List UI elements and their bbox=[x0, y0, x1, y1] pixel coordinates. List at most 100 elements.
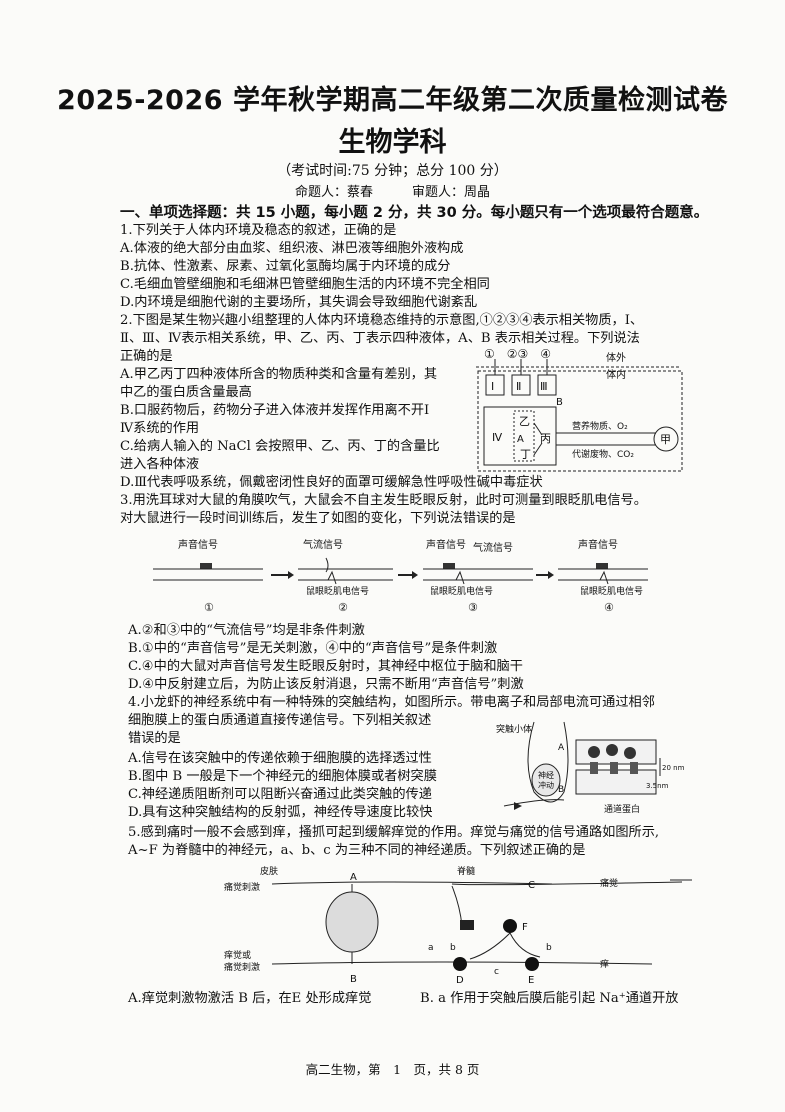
neuron-c-label: C bbox=[528, 880, 535, 891]
skin-label: 皮肤 bbox=[260, 865, 278, 877]
pain-sense-label: 痛觉 bbox=[600, 877, 618, 889]
itch-stimulus-label-1: 痒觉或 bbox=[224, 949, 251, 961]
nt-c-label: c bbox=[494, 967, 499, 977]
panel-4: 声音信号 鼠眼眨肌电信号 ④ bbox=[558, 538, 648, 614]
width-label: 20 nm bbox=[662, 764, 685, 772]
nt-b-label-1: b bbox=[450, 943, 456, 953]
nutrients-label: 营养物质、O₂ bbox=[572, 420, 628, 432]
q2-option-a: A.甲乙丙丁四种液体所含的物质种类和含量有差别，其 bbox=[120, 367, 438, 382]
q3-stem-line1: 3.用洗耳球对大鼠的角膜吹气，大鼠会不自主发生眨眼反射，此时可测量到眼眨肌电信号… bbox=[120, 493, 647, 508]
q2-stem-line2: Ⅱ、Ⅲ、Ⅳ表示相关系统，甲、乙、丙、丁表示四种液体，A、B 表示相关过程。下列说… bbox=[120, 331, 640, 346]
fluid-jia-label: 甲 bbox=[660, 433, 671, 446]
panel2-air-label: 气流信号 bbox=[303, 538, 343, 551]
panel2-emg-label: 鼠眼眨肌电信号 bbox=[306, 585, 369, 597]
q2-option-c-cont: 进入各种体液 bbox=[120, 457, 200, 472]
impulse-label-1: 神经 bbox=[538, 770, 554, 780]
q4-option-a: A.信号在该突触中的传递依赖于细胞膜的选择透过性 bbox=[128, 751, 432, 766]
subject-title: 生物学科 bbox=[338, 127, 447, 158]
q4-option-b: B.图中 B 一般是下一个神经元的细胞体膜或者树突膜 bbox=[128, 769, 437, 784]
nt-b-label-2: b bbox=[546, 943, 552, 953]
panel3-sound-label: 声音信号 bbox=[426, 538, 466, 551]
synaptic-knob-label: 突触小体 bbox=[496, 723, 532, 735]
fluid-bing-label: 丙 bbox=[540, 432, 551, 445]
q3-option-c: C.④中的大鼠对声音信号发生眨眼反射时，其神经中枢位于脑和脑干 bbox=[128, 659, 523, 674]
exam-authors: 命题人：蔡春 审题人：周晶 bbox=[294, 185, 490, 200]
q2-stem-line3: 正确的是 bbox=[120, 349, 173, 364]
panel2-label: ② bbox=[338, 601, 348, 614]
neuron-b-label: B bbox=[350, 974, 357, 985]
system-4-label: Ⅳ bbox=[492, 431, 503, 444]
neuron-e-label: E bbox=[528, 975, 534, 986]
channel-protein-label: 通道蛋白 bbox=[604, 803, 640, 815]
spinal-cord-label: 脊髓 bbox=[457, 865, 475, 877]
q5-stem-line2: A~F 为脊髓中的神经元，a、b、c 为三种不同的神经递质。下列叙述正确的是 bbox=[128, 843, 586, 858]
homeostasis-diagram: ① ②③ ④ 体外 体内 Ⅰ Ⅱ Ⅲ Ⅳ 乙 A 丁 B 丙 营养物质、O₂ 代… bbox=[476, 347, 683, 472]
arrow-1 bbox=[271, 571, 294, 579]
q1-stem: 1.下列关于人体内环境及稳态的叙述，正确的是 bbox=[120, 223, 397, 238]
q4-stem-line3: 错误的是 bbox=[128, 731, 181, 746]
panel4-emg-label: 鼠眼眨肌电信号 bbox=[580, 585, 643, 597]
neuron-d-label: D bbox=[456, 975, 464, 986]
q5-option-b: B. a 作用于突触后膜后能引起 Na⁺通道开放 bbox=[420, 991, 679, 1006]
neuron-f-label: F bbox=[522, 922, 528, 933]
q2-option-c: C.给病人输入的 NaCl 会按照甲、乙、丙、丁的含量比 bbox=[120, 439, 440, 454]
conditioning-diagram: 声音信号 ① 气流信号 鼠眼眨肌电信号 ② 声音信号 气流信号 鼠眼眨肌电信号 … bbox=[153, 538, 648, 614]
q2-stem-line1: 2.下图是某生物兴趣小组整理的人体内环境稳态维持的示意图,①②③④表示相关物质，… bbox=[120, 313, 644, 328]
panel-3: 声音信号 气流信号 鼠眼眨肌电信号 ③ bbox=[423, 538, 533, 614]
q3-stem-line2: 对大鼠进行一段时间训练后，发生了如图的变化，下列说法错误的是 bbox=[120, 511, 516, 526]
exam-info: （考试时间:75 分钟；总分 100 分） bbox=[277, 163, 508, 179]
pain-stimulus-label: 痛觉刺激 bbox=[224, 881, 260, 893]
q4-option-d: D.具有这种突触结构的反射弧，神经传导速度比较快 bbox=[128, 805, 433, 820]
system-1-label: Ⅰ bbox=[491, 380, 494, 393]
panel1-label: ① bbox=[204, 601, 214, 614]
process-a-label: A bbox=[517, 434, 524, 445]
diagram-substance-numbers: ① ②③ ④ bbox=[484, 347, 551, 361]
q2-option-a-cont: 中乙的蛋白质含量最高 bbox=[120, 385, 252, 400]
gap-label: 3.5nm bbox=[646, 782, 669, 790]
electrical-synapse-diagram: 突触小体 神经 冲动 A B 20 nm 3.5nm 通道蛋白 bbox=[496, 721, 685, 815]
q3-option-a: A.②和③中的“气流信号”均是非条件刺激 bbox=[128, 623, 365, 638]
q1-option-a: A.体液的绝大部分由血浆、组织液、淋巴液等细胞外液构成 bbox=[120, 241, 464, 256]
panel1-sound-label: 声音信号 bbox=[178, 538, 218, 551]
system-3-label: Ⅲ bbox=[540, 380, 548, 393]
fluid-yi-label: 乙 bbox=[519, 415, 530, 428]
q1-option-b: B.抗体、性激素、尿素、过氧化氢酶均属于内环境的成分 bbox=[120, 259, 451, 274]
panel3-label: ③ bbox=[468, 601, 478, 614]
q2-option-d: D.Ⅲ代表呼吸系统，佩戴密闭性良好的面罩可缓解急性呼吸性碱中毒症状 bbox=[120, 475, 543, 490]
panel3-emg-label: 鼠眼眨肌电信号 bbox=[430, 585, 493, 597]
itch-sense-label: 痒 bbox=[600, 958, 609, 970]
section-heading: 一、单项选择题：共 15 小题，每小题 2 分，共 30 分。每小题只有一个选项… bbox=[120, 205, 709, 221]
q1-option-c: C.毛细血管壁细胞和毛细淋巴管壁细胞生活的内环境不完全相同 bbox=[120, 277, 490, 292]
outside-label: 体外 bbox=[606, 352, 626, 364]
label-b: B bbox=[558, 785, 564, 795]
arrow-3 bbox=[536, 571, 554, 579]
q3-option-d: D.④中反射建立后，为防止该反射消退，只需不断用“声音信号”刺激 bbox=[128, 677, 524, 692]
q2-option-b: B.口服药物后，药物分子进入体液并发挥作用离不开Ⅰ bbox=[120, 403, 430, 418]
panel3-air-label: 气流信号 bbox=[473, 541, 513, 554]
process-b-label: B bbox=[556, 397, 563, 408]
exam-title: 2025-2026 学年秋学期高二年级第二次质量检测试卷 bbox=[57, 85, 728, 116]
neuron-a-label: A bbox=[350, 872, 357, 883]
impulse-label-2: 冲动 bbox=[538, 780, 554, 790]
q2-option-b-cont: Ⅳ系统的作用 bbox=[120, 421, 200, 436]
panel4-label: ④ bbox=[604, 601, 614, 614]
arrow-2 bbox=[398, 571, 418, 579]
wastes-label: 代谢废物、CO₂ bbox=[572, 448, 634, 460]
fluid-ding-label: 丁 bbox=[520, 448, 531, 461]
nt-a-label: a bbox=[428, 943, 434, 953]
panel-2: 气流信号 鼠眼眨肌电信号 ② bbox=[298, 538, 393, 614]
label-a: A bbox=[558, 743, 565, 753]
q4-stem-line1: 4.小龙虾的神经系统中有一种特殊的突触结构，如图所示。带电离子和局部电流可通过相… bbox=[128, 695, 655, 710]
itch-stimulus-label-2: 痛觉刺激 bbox=[224, 961, 260, 973]
q3-option-b: B.①中的“声音信号”是无关刺激，④中的“声音信号”是条件刺激 bbox=[128, 641, 498, 656]
inside-label: 体内 bbox=[606, 368, 626, 381]
q1-option-d: D.内环境是细胞代谢的主要场所，其失调会导致细胞代谢紊乱 bbox=[120, 295, 478, 310]
q5-stem-line1: 5.感到痛时一般不会感到痒，搔抓可起到缓解痒觉的作用。痒觉与痛觉的信号通路如图所… bbox=[128, 825, 660, 840]
q5-option-a: A.痒觉刺激物激活 B 后，在E 处形成痒觉 bbox=[128, 991, 372, 1006]
q4-option-c: C.神经递质阻断剂可以阻断兴奋通过此类突触的传递 bbox=[128, 787, 432, 802]
panel4-sound-label: 声音信号 bbox=[578, 538, 618, 551]
panel-1: 声音信号 ① bbox=[153, 538, 263, 614]
page-footer: 高二生物，第 1 页，共 8 页 bbox=[305, 1062, 480, 1077]
q4-stem-line2: 细胞膜上的蛋白质通道直接传递信号。下列相关叙述 bbox=[128, 713, 432, 728]
itch-pain-pathway-diagram: 皮肤 痛觉刺激 A 脊髓 C 痛觉 F b b a 痒觉或 痛觉刺激 B D c… bbox=[224, 865, 692, 986]
